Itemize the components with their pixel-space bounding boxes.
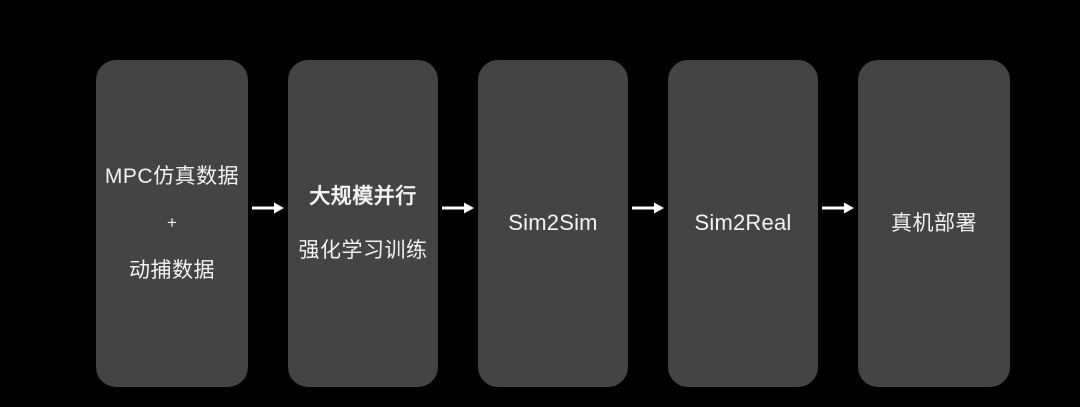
stage-box-sim2sim[interactable]: Sim2Sim [478, 60, 628, 387]
arrow-right-icon [632, 201, 664, 215]
arrow-right-icon [822, 201, 854, 215]
stage-label-plus: + [167, 213, 177, 233]
stage-label-group: Sim2Sim [478, 211, 628, 235]
stage-label-line: 真机部署 [891, 211, 977, 235]
stage-label-group: 大规模并行 强化学习训练 [288, 185, 438, 261]
stage-label-line: MPC仿真数据 [104, 165, 240, 189]
stage-box-large-scale-rl[interactable]: 大规模并行 强化学习训练 [288, 60, 438, 387]
stage-label-line: 动捕数据 [129, 258, 215, 282]
stage-box-real-deploy[interactable]: 真机部署 [858, 60, 1010, 387]
arrow-right-icon [442, 201, 474, 215]
stage-label-line: Sim2Real [694, 210, 792, 236]
stage-label-group: 真机部署 [858, 212, 1010, 235]
arrow-right-icon [252, 201, 284, 215]
stage-label-line: 大规模并行 [309, 185, 417, 209]
stage-label-line: 强化学习训练 [298, 238, 428, 262]
stage-label-group: MPC仿真数据 + 动捕数据 [96, 165, 248, 282]
stage-box-mpc-data[interactable]: MPC仿真数据 + 动捕数据 [96, 60, 248, 387]
stage-label-group: Sim2Real [668, 211, 818, 235]
stage-box-sim2real[interactable]: Sim2Real [668, 60, 818, 387]
stage-label-line: Sim2Sim [508, 210, 598, 236]
